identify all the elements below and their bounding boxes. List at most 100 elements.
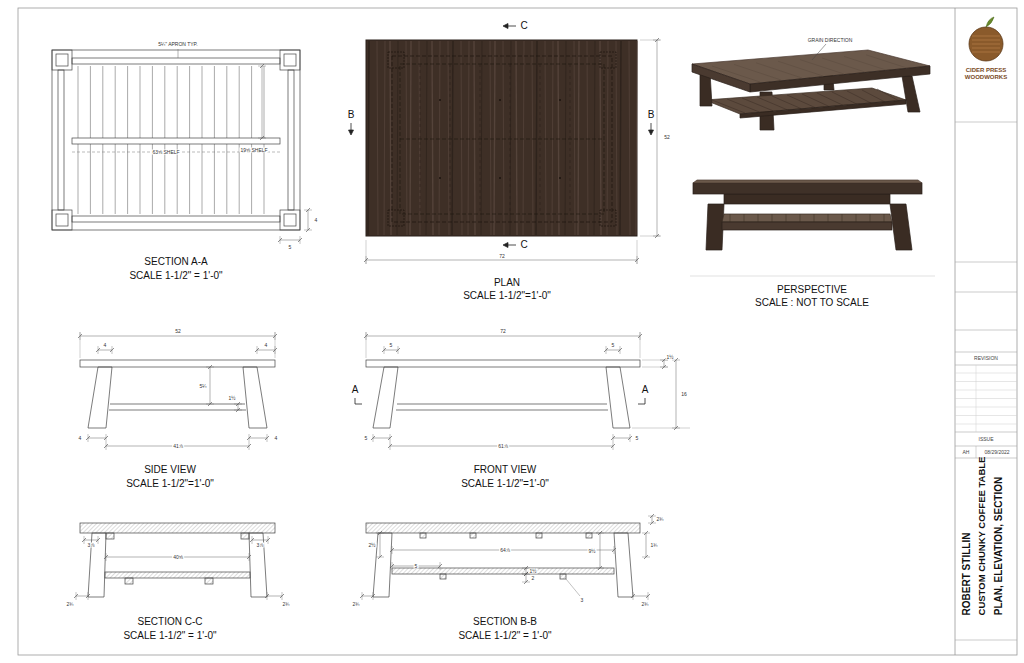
- perspective-render: [730, 214, 731, 222]
- section-b-b-drawing: [648, 592, 649, 600]
- view-title: SCALE 1-1/2"=1'-0": [126, 479, 214, 489]
- sheet-frame: [955, 398, 1017, 399]
- section-a-a-drawing: [304, 210, 312, 211]
- section-c-c-drawing: [105, 572, 250, 578]
- plan-tabletop: [450, 64, 451, 214]
- plan-tabletop: [461, 41, 462, 235]
- view-title: SECTION A-A: [144, 257, 207, 267]
- front-view-drawing: [620, 346, 621, 354]
- side-view-drawing: [80, 360, 275, 367]
- sheet-frame: [955, 415, 1017, 416]
- logo-apple: [972, 48, 1000, 49]
- title-block-field: AH: [963, 450, 970, 455]
- section-a-a-drawing: [280, 210, 300, 230]
- plan-dimension: [366, 256, 367, 264]
- view-title: SCALE : NOT TO SCALE: [755, 298, 869, 308]
- section-a-a-drawing: [262, 66, 263, 138]
- perspective-render: [817, 93, 843, 105]
- section-b-b-drawing: [376, 533, 384, 534]
- perspective-render: [902, 76, 920, 112]
- section-a-a-drawing: [178, 49, 179, 58]
- sheet-frame: [955, 446, 1017, 447]
- front-view-drawing: [384, 350, 398, 351]
- plan-tabletop: [523, 41, 524, 235]
- title-block-text: PLAN, ELEVATION, SECTION: [994, 476, 1004, 615]
- side-view-drawing: [243, 367, 267, 428]
- plan-tabletop: [636, 41, 637, 235]
- perspective-render: [744, 214, 745, 222]
- section-c-c-drawing: [76, 596, 88, 597]
- logo-apple: [972, 44, 1000, 45]
- section-marker-arrow: [503, 24, 508, 29]
- section-a-a-drawing: [52, 50, 72, 70]
- side-view-drawing: [257, 346, 258, 354]
- dimension-label: 72: [498, 254, 506, 259]
- plan-tabletop: [368, 41, 369, 235]
- dimension-label: 4: [264, 343, 269, 348]
- section-a-a-drawing: [284, 214, 296, 226]
- plan-tabletop: [366, 40, 637, 236]
- perspective-render: [812, 44, 826, 60]
- section-c-c-drawing: [249, 553, 250, 561]
- perspective-render: [800, 60, 844, 74]
- section-c-c-drawing: [76, 592, 77, 600]
- side-view-drawing: [109, 410, 246, 411]
- dimension-label: 2¾: [352, 602, 361, 607]
- section-c-c-drawing: [106, 553, 107, 561]
- side-view-drawing: [249, 434, 250, 442]
- title-block-field: REVISION: [974, 356, 998, 361]
- section-marker: B: [648, 110, 655, 120]
- sheet-frame: [955, 365, 1017, 366]
- dimension-label: 63⅝ SHELF: [151, 150, 180, 155]
- dimension-label: 1½: [228, 396, 237, 401]
- view-title: SCALE 1-1/2" = 1'-0": [458, 631, 551, 641]
- front-view-drawing: [366, 332, 367, 358]
- plan-tabletop: [384, 41, 385, 235]
- section-b-b-drawing: [440, 562, 441, 570]
- perspective-render: [866, 55, 907, 68]
- section-b-b-drawing: [642, 533, 650, 534]
- sheet-frame: [955, 640, 1017, 641]
- side-view-drawing: [249, 438, 267, 439]
- section-b-b-drawing: [646, 533, 647, 557]
- section-marker: C: [520, 240, 527, 250]
- section-a-a-drawing: [280, 50, 300, 70]
- perspective-render: [692, 64, 750, 92]
- perspective-render: [712, 66, 760, 82]
- dimension-label: 2¾: [641, 602, 650, 607]
- front-view-drawing: [606, 367, 630, 428]
- front-view-drawing: [384, 346, 385, 354]
- plan-dimension: [364, 38, 661, 264]
- section-a-a-drawing: [284, 54, 296, 66]
- dimension-label: 3⅞: [256, 543, 265, 548]
- side-view-drawing: [98, 346, 99, 354]
- view-title: PERSPECTIVE: [777, 285, 847, 295]
- dimension-label: 2: [531, 576, 536, 581]
- dimension-label: 5: [364, 436, 369, 441]
- sheet-frame: [955, 292, 1017, 293]
- section-b-b-drawing: [392, 562, 393, 570]
- plan-tabletop: [587, 41, 588, 235]
- front-view-drawing: [630, 434, 631, 442]
- section-b-b-drawing: [614, 533, 633, 597]
- dimension-label: 2¾: [656, 517, 665, 522]
- dimension-label: 5: [288, 245, 293, 250]
- perspective-render: [786, 214, 787, 222]
- plan-dimension: [366, 260, 637, 261]
- view-title: SCALE 1-1/2" = 1'-0": [129, 271, 222, 281]
- front-view-drawing: [613, 442, 614, 450]
- perspective-render: [756, 63, 802, 78]
- section-a-a-drawing: [52, 50, 300, 230]
- section-a-a-drawing: [58, 70, 64, 210]
- dimension-label: 40⅝: [172, 555, 184, 560]
- sheet-frame: [18, 8, 1017, 655]
- front-view-drawing: [366, 336, 640, 337]
- dimension-label: 4: [103, 343, 108, 348]
- plan-tabletop: [629, 41, 630, 235]
- logo-apple: [972, 52, 1000, 53]
- plan-tabletop: [388, 210, 404, 226]
- section-c-c-drawing: [282, 592, 283, 600]
- dimension-label: 19⅝ SHELF: [239, 148, 268, 153]
